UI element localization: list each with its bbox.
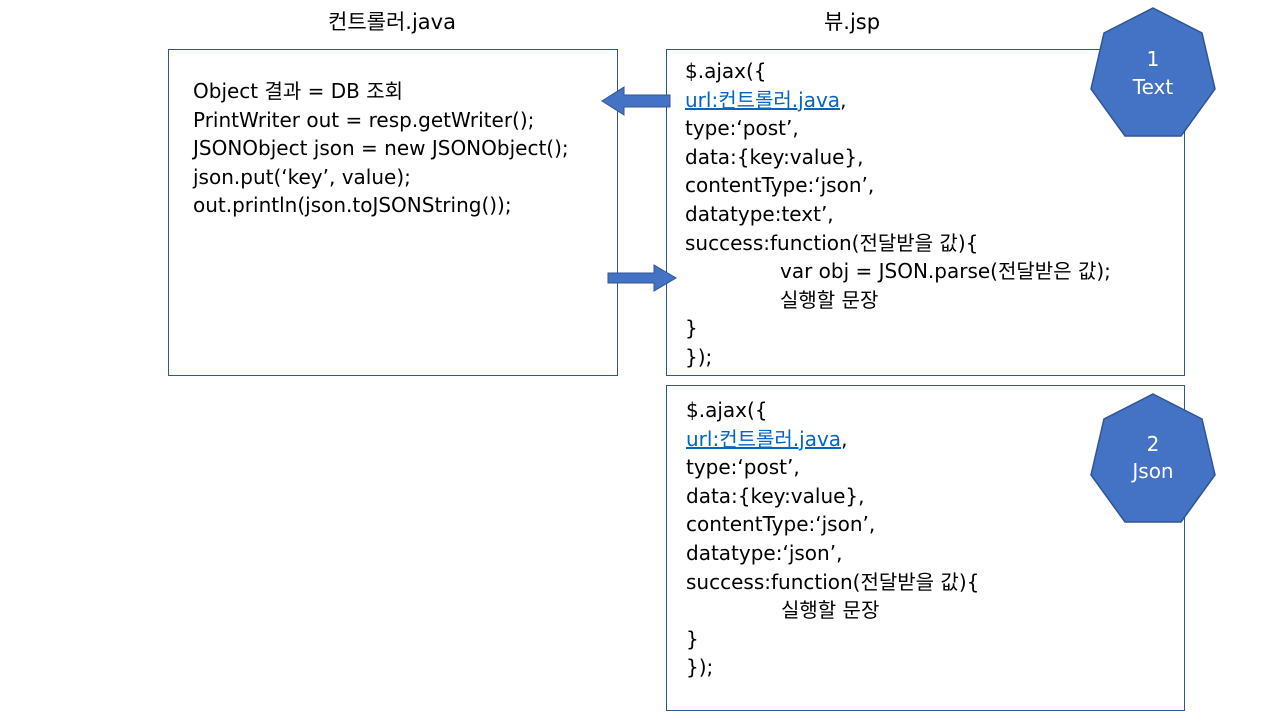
code-line: json.put(‘key’, value); <box>193 164 411 189</box>
code-line: data:{key:value}, <box>686 483 865 508</box>
code-line: }); <box>685 344 713 369</box>
text-ajax-code: $.ajax({ url:컨트롤러.java, type:‘post’, dat… <box>685 57 1111 372</box>
code-line: 실행할 문장 <box>780 287 879 312</box>
code-line: JSONObject json = new JSONObject(); <box>193 136 569 161</box>
json-ajax-code: $.ajax({ url:컨트롤러.java, type:‘post’, dat… <box>686 396 979 682</box>
badge-number: 1 <box>1146 47 1160 71</box>
heptagon-badge-json <box>1090 393 1216 523</box>
code-line: datatype:‘json’, <box>686 540 843 565</box>
badge-number: 2 <box>1146 432 1160 456</box>
code-line: type:‘post’, <box>685 116 799 141</box>
code-line: $.ajax({ <box>685 59 767 83</box>
controller-code-box: Object 결과 = DB 조회 PrintWriter out = resp… <box>168 49 618 376</box>
code-line: var obj = JSON.parse(전달받은 값); <box>780 259 1111 284</box>
code-line: url:컨트롤러.java, <box>685 87 847 112</box>
code-line: type:‘post’, <box>686 455 800 480</box>
code-line: }); <box>686 655 714 680</box>
view-title: 뷰.jsp <box>823 10 881 34</box>
controller-link[interactable]: url:컨트롤러.java <box>685 87 841 112</box>
code-line: out.println(json.toJSONString()); <box>193 193 512 218</box>
controller-link[interactable]: url:컨트롤러.java <box>686 426 842 451</box>
code-line: $.ajax({ <box>686 398 768 422</box>
badge-label: Json <box>1132 459 1174 483</box>
controller-title: 컨트롤러.java <box>328 10 456 34</box>
badge-label: Text <box>1132 75 1174 99</box>
code-line: success:function(전달받을 값){ <box>685 230 979 255</box>
code-line: contentType:‘json’, <box>686 512 876 537</box>
code-line: success:function(전달받을 값){ <box>686 569 980 594</box>
code-line: Object 결과 = DB 조회 <box>193 79 404 103</box>
text-ajax-box: $.ajax({ url:컨트롤러.java, type:‘post’, dat… <box>666 49 1185 376</box>
code-line: } <box>686 626 699 651</box>
code-line: datatype:text’, <box>685 201 834 226</box>
response-arrow <box>607 264 677 292</box>
code-line: 실행할 문장 <box>781 598 880 623</box>
json-ajax-box: $.ajax({ url:컨트롤러.java, type:‘post’, dat… <box>666 385 1185 711</box>
code-line: data:{key:value}, <box>685 144 864 169</box>
code-line: PrintWriter out = resp.getWriter(); <box>193 107 535 132</box>
code-line: contentType:‘json’, <box>685 173 875 198</box>
heptagon-badge-text <box>1090 7 1216 137</box>
controller-code: Object 결과 = DB 조회 PrintWriter out = resp… <box>193 77 569 220</box>
code-line: } <box>685 316 698 341</box>
code-line: url:컨트롤러.java, <box>686 426 848 451</box>
request-arrow <box>601 86 671 116</box>
